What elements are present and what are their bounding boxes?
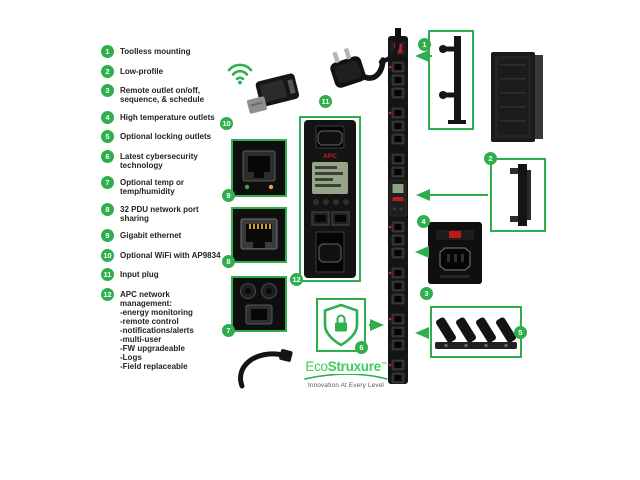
callout-badge-12: 12 (290, 273, 303, 286)
feature-badge-5: 5 (101, 130, 114, 143)
feature-badge-6: 6 (101, 149, 114, 163)
apc-brand-label: APC (323, 153, 337, 160)
feature-item-6: 6 Latest cybersecurity technology (101, 149, 233, 170)
feature-subitem: -Field replaceable (120, 361, 188, 371)
feature-label-8: 32 PDU network port sharing (120, 204, 199, 223)
feature-item-7: 7 Optional temp or temp/humidity (101, 176, 233, 196)
feature-label-5: Optional locking outlets (120, 132, 212, 141)
feature-item-12: 12 APC network management: -energy monit… (101, 287, 233, 371)
logo-swoosh-icon (304, 374, 388, 380)
feature-label-10: Optional WiFi with AP9834 (120, 250, 221, 260)
pdu-controller-image: APC (304, 120, 356, 278)
logo-struxure-text: Struxure (327, 359, 381, 374)
feature-badge-1: 1 (101, 45, 114, 58)
mounting-bracket-image (439, 36, 466, 124)
feature-item-10: 10 Optional WiFi with AP9834 (101, 248, 233, 262)
ethernet-port-callout-box (231, 139, 287, 197)
feature-item-3: 3 Remote outlet on/off, sequence, & sche… (101, 84, 233, 104)
callout-badge-3: 3 (420, 287, 433, 300)
rack-cabinet-image (491, 52, 543, 142)
feature-item-4: 4 High temperature outlets (101, 110, 233, 124)
feature-subitem: -energy monitoring (120, 307, 193, 317)
low-profile-callout-box (490, 158, 546, 232)
feature-badge-8: 8 (101, 202, 114, 216)
feature-badge-11: 11 (101, 268, 114, 281)
feature-item-1: 1 Toolless mounting (101, 45, 233, 58)
feature-label-9: Gigabit ethernet (120, 231, 182, 240)
callout-badge-10: 10 (220, 117, 233, 130)
ethernet-port-image (233, 141, 285, 195)
feature-item-11: 11 Input plug (101, 268, 233, 281)
wifi-icon (227, 63, 253, 85)
feature-item-8: 8 32 PDU network port sharing (101, 202, 233, 223)
callout-badge-5: 5 (514, 326, 527, 339)
feature-badge-7: 7 (101, 176, 114, 189)
callout-badge-7: 7 (222, 324, 235, 337)
callout-badge-2: 2 (484, 152, 497, 165)
logo-tm-mark: ™ (380, 362, 387, 368)
cybersecurity-shield-icon (323, 303, 359, 347)
temp-sensor-image (233, 278, 285, 330)
callout-badge-4: 4 (417, 215, 430, 228)
feature-list: 1 Toolless mounting 2 Low-profile 3 Remo… (101, 45, 233, 377)
network-port-callout-box (231, 207, 287, 263)
feature-badge-4: 4 (101, 110, 114, 124)
callout-badge-6: 6 (355, 341, 368, 354)
callout-badge-8: 8 (222, 255, 235, 268)
feature-subitem: -Logs (120, 352, 142, 362)
network-port-image (233, 209, 285, 261)
input-plug-image (330, 48, 386, 88)
callout-badge-9: 9 (222, 189, 235, 202)
temp-sensor-callout-box (231, 276, 287, 332)
feature-subitem: -multi-user (120, 334, 162, 344)
pdu-controller-callout-box: APC (299, 116, 361, 282)
feature-badge-3: 3 (101, 84, 114, 97)
feature-badge-10: 10 (101, 248, 114, 262)
feature-badge-2: 2 (101, 64, 114, 78)
logo-tagline: Innovation At Every Level (307, 382, 385, 389)
logo-eco-text: Eco (305, 359, 328, 374)
feature-subitem: -remote control (120, 316, 179, 326)
feature-badge-12: 12 (101, 287, 114, 301)
outlet-closeup-image (428, 222, 482, 284)
feature-label-3: Remote outlet on/off, sequence, & schedu… (120, 86, 205, 104)
locking-outlets-callout-box (430, 306, 522, 358)
feature-item-5: 5 Optional locking outlets (101, 130, 233, 143)
cybersecurity-callout-box (316, 298, 366, 352)
feature-label-1: Toolless mounting (120, 47, 191, 56)
feature-subitem: -FW upgradeable (120, 343, 185, 353)
feature-item-9: 9 Gigabit ethernet (101, 229, 233, 242)
ecostruxure-logo: EcoStruxure™ Innovation At Every Level (296, 359, 396, 389)
feature-label-7: Optional temp or temp/humidity (120, 178, 184, 196)
wifi-dongle-image (246, 73, 300, 114)
feature-label-6: Latest cybersecurity technology (120, 151, 198, 170)
sensor-cable-image (238, 349, 293, 389)
ecostruxure-wordmark: EcoStruxure™ (296, 359, 396, 374)
feature-label-12-title: APC network management: (120, 289, 173, 308)
feature-item-2: 2 Low-profile (101, 64, 233, 78)
feature-badge-9: 9 (101, 229, 114, 242)
pdu-strip-image (388, 28, 408, 384)
mounting-bracket-callout-box (428, 30, 474, 130)
feature-label-11: Input plug (120, 270, 159, 279)
feature-label-2: Low-profile (120, 66, 164, 76)
feature-subitem: -notifications/alerts (120, 325, 194, 335)
low-profile-image (510, 164, 531, 226)
callout-badge-11: 11 (319, 95, 332, 108)
callout-badge-1: 1 (418, 38, 431, 51)
locking-outlets-image (435, 317, 517, 349)
feature-label-4: High temperature outlets (120, 112, 215, 122)
feature-label-12: APC network management: -energy monitori… (120, 288, 222, 371)
